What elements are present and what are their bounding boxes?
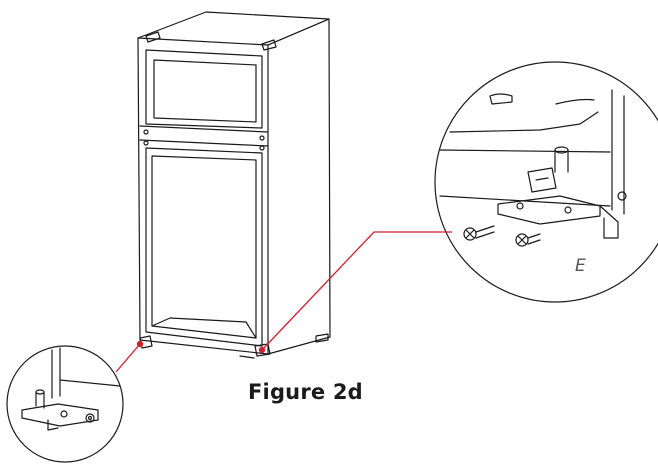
screw-icon (463, 225, 495, 241)
figure-caption: Figure 2d (248, 380, 363, 404)
screw-icon (515, 233, 541, 247)
callout-lines (115, 231, 452, 373)
detail-label: E (575, 256, 586, 276)
right-hinge-detail (434, 61, 658, 303)
refrigerator-cabinet (137, 11, 331, 359)
left-hinge-detail (6, 345, 124, 463)
